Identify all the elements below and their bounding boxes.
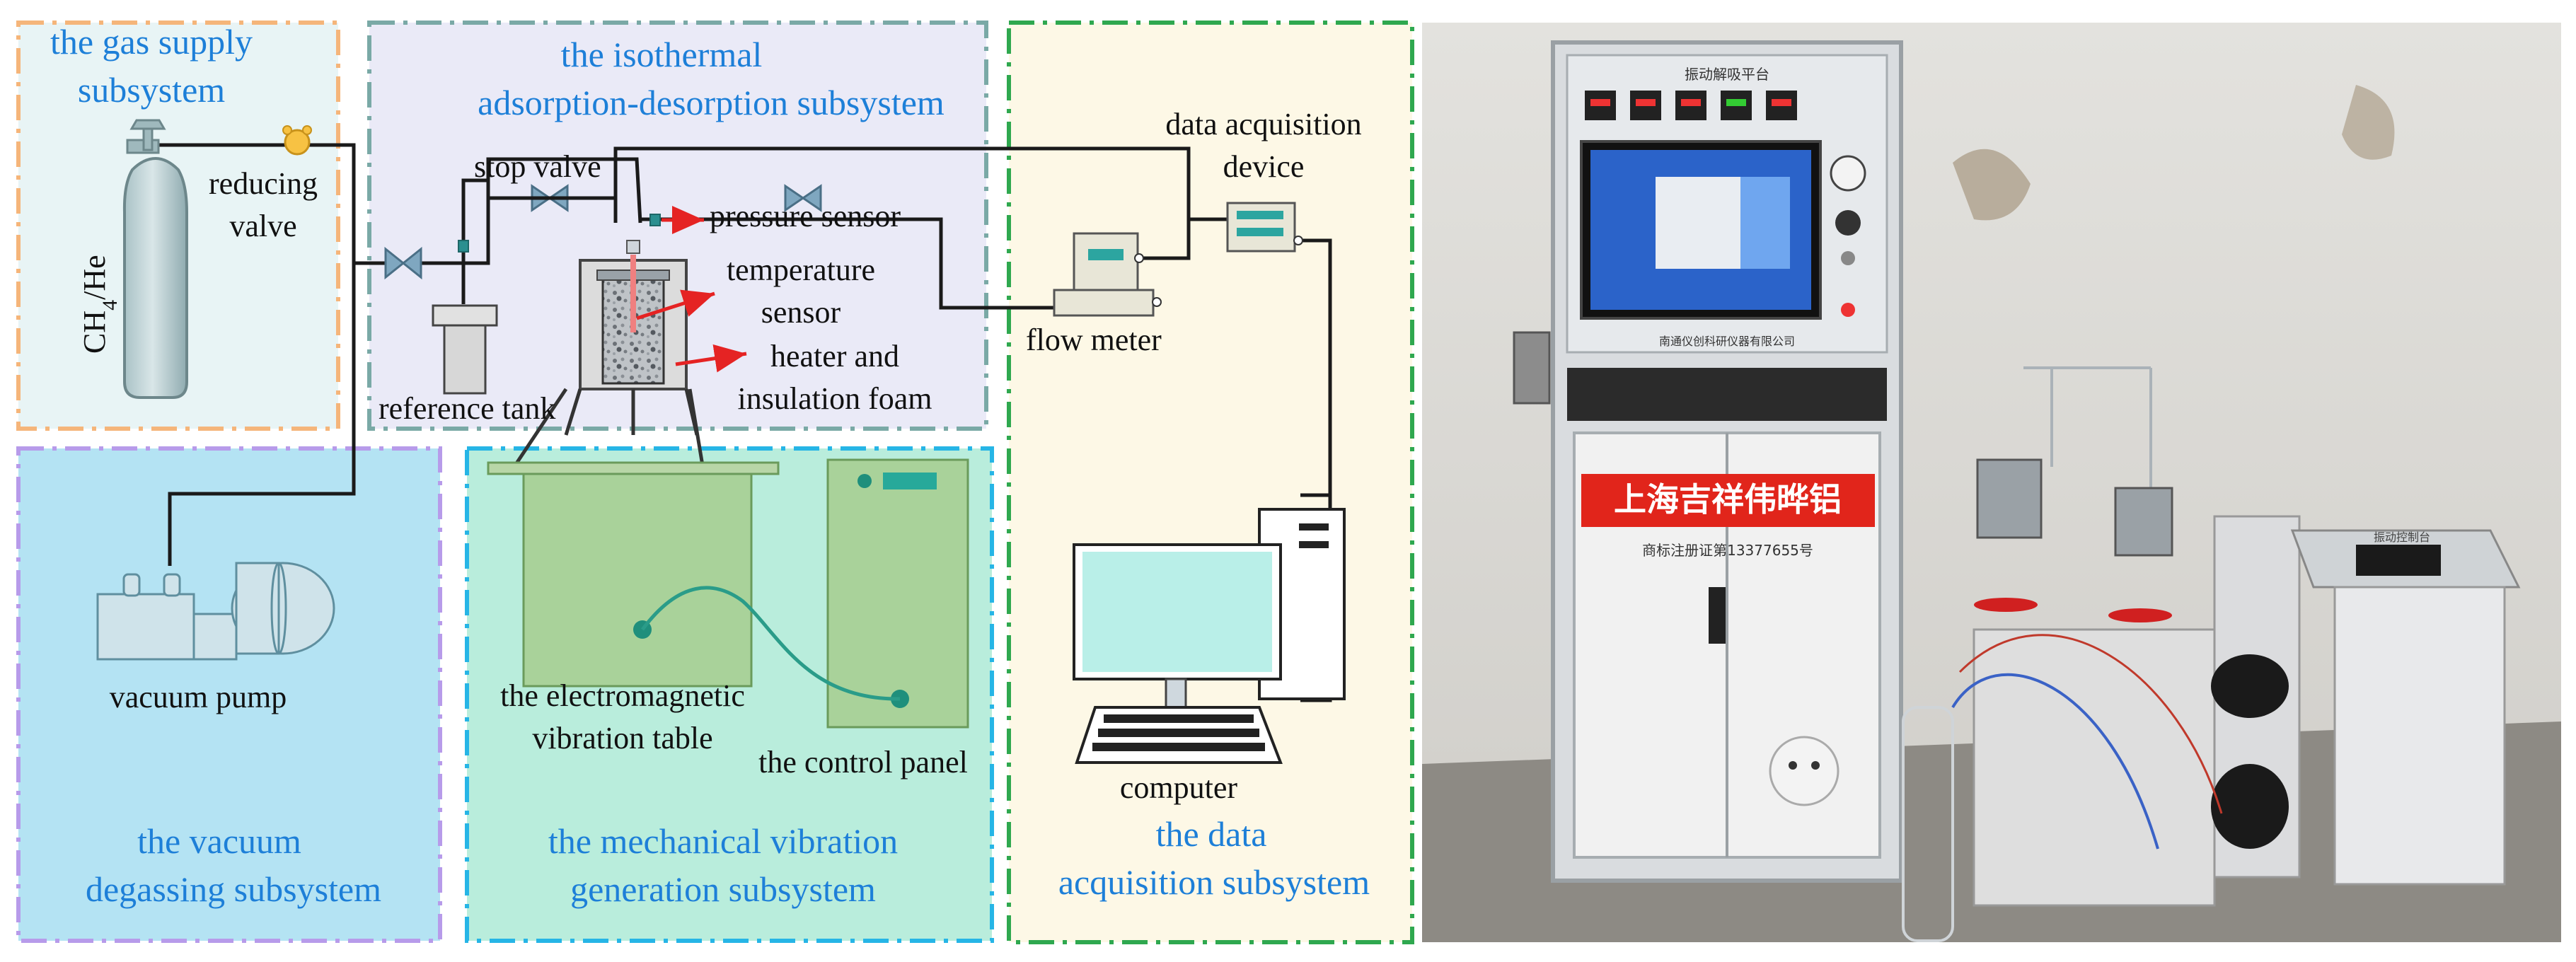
vacuum-pump-label: vacuum pump: [110, 680, 287, 714]
control-cable: [640, 586, 901, 701]
heater-label-line2: insulation foam: [738, 381, 932, 416]
data-acquisition-panel: [1007, 21, 1414, 944]
heater-label-line1: heater and: [770, 339, 899, 373]
vibration-table-label-line2: vibration table: [532, 721, 712, 755]
mechanical-title-line2: generation subsystem: [570, 869, 876, 909]
vacuum-pump-icon: [96, 562, 335, 661]
vacuum-title-line2: degassing subsystem: [86, 869, 381, 909]
flow-meter-icon: [1053, 232, 1162, 317]
pipe-daq-to-computer: [1298, 238, 1332, 497]
data-title-line2: acquisition subsystem: [1058, 862, 1370, 902]
cabinet-company: 南通仪创科研仪器有限公司: [1659, 335, 1795, 348]
daq-label-line1: data acquisition: [1165, 107, 1361, 141]
reducing-valve-label-line1: reducing: [209, 166, 318, 201]
vacuum-panel: [16, 446, 442, 943]
flow-meter-label: flow meter: [1026, 323, 1162, 357]
vacuum-title-line1: the vacuum: [137, 821, 301, 861]
mechanical-title-line1: the mechanical vibration: [548, 821, 898, 861]
console-title: 振动控制台: [2374, 531, 2430, 544]
gas-supply-title-line1: the gas supply: [50, 22, 253, 62]
gauge-row: [1585, 91, 1797, 120]
isothermal-title-line2: adsorption-desorption subsystem: [478, 83, 945, 122]
cabinet: 振动解吸平台 南通仪创科研仪器有限公司 上海吉祥伟晔铝 商标注册证第13377: [1551, 40, 1903, 883]
computer-icon: [1073, 508, 1346, 764]
reference-tank-label: reference tank: [379, 391, 555, 426]
temperature-sensor-label-line1: temperature: [727, 253, 875, 287]
device-labels: CH4/He reducing valve stop valve pressur…: [77, 107, 1362, 805]
sensor-arrows: [636, 206, 747, 373]
adsorption-cell-icon: [507, 214, 706, 475]
pipe-tank-left: [461, 178, 488, 304]
cabinet-header: 振动解吸平台: [1685, 66, 1769, 83]
stop-valve-label: stop valve: [474, 149, 601, 184]
pipe-to-vacuum-pump: [168, 263, 356, 566]
keyboard-keys: [1092, 714, 1265, 751]
gas-cylinder-label: CH4/He: [77, 255, 122, 354]
reducing-valve-label-line2: valve: [229, 209, 296, 243]
gas-cylinder-icon: [122, 119, 188, 399]
valve-right-icon: [784, 184, 822, 212]
banner-subtext: 商标注册证第13377655号: [1642, 542, 1813, 559]
reference-tank-icon: [432, 240, 498, 395]
subsystem-labels: the gas supply subsystem the isothermal …: [50, 22, 1370, 909]
daq-label-line2: device: [1223, 149, 1305, 184]
banner-text: 上海吉祥伟晔铝: [1614, 480, 1842, 518]
temperature-sensor-label-line2: sensor: [761, 295, 841, 330]
computer-label: computer: [1120, 770, 1238, 805]
reactor-vessels: 振动控制台: [1902, 366, 2521, 942]
gas-supply-title-line2: subsystem: [78, 70, 225, 110]
pipe-sensor-to-flowmeter: [640, 217, 1054, 310]
valve-left-icon: [384, 246, 422, 280]
vibration-table-label-line1: the electromagnetic: [500, 678, 745, 713]
heater-arrow: [675, 344, 747, 373]
pipe-flowmeter-to-daq: [1139, 217, 1228, 260]
isothermal-title-line1: the isothermal: [561, 35, 763, 74]
equipment-photo: 振动解吸平台 南通仪创科研仪器有限公司 上海吉祥伟晔铝 商标注册证第13377: [1422, 23, 2561, 942]
reducing-valve-icon: [282, 125, 312, 156]
vibration-table-icon: [487, 461, 780, 688]
data-title-line1: the data: [1156, 814, 1267, 854]
pipe-top-long: [613, 146, 1191, 258]
pipe-cylinder-to-reducing-valve: [156, 143, 386, 265]
daq-device-icon: [1226, 202, 1303, 253]
control-panel-icon: [826, 458, 969, 729]
control-panel-label: the control panel: [758, 745, 968, 780]
pressure-sensor-label: pressure sensor: [710, 199, 901, 233]
temperature-arrow: [636, 289, 715, 320]
